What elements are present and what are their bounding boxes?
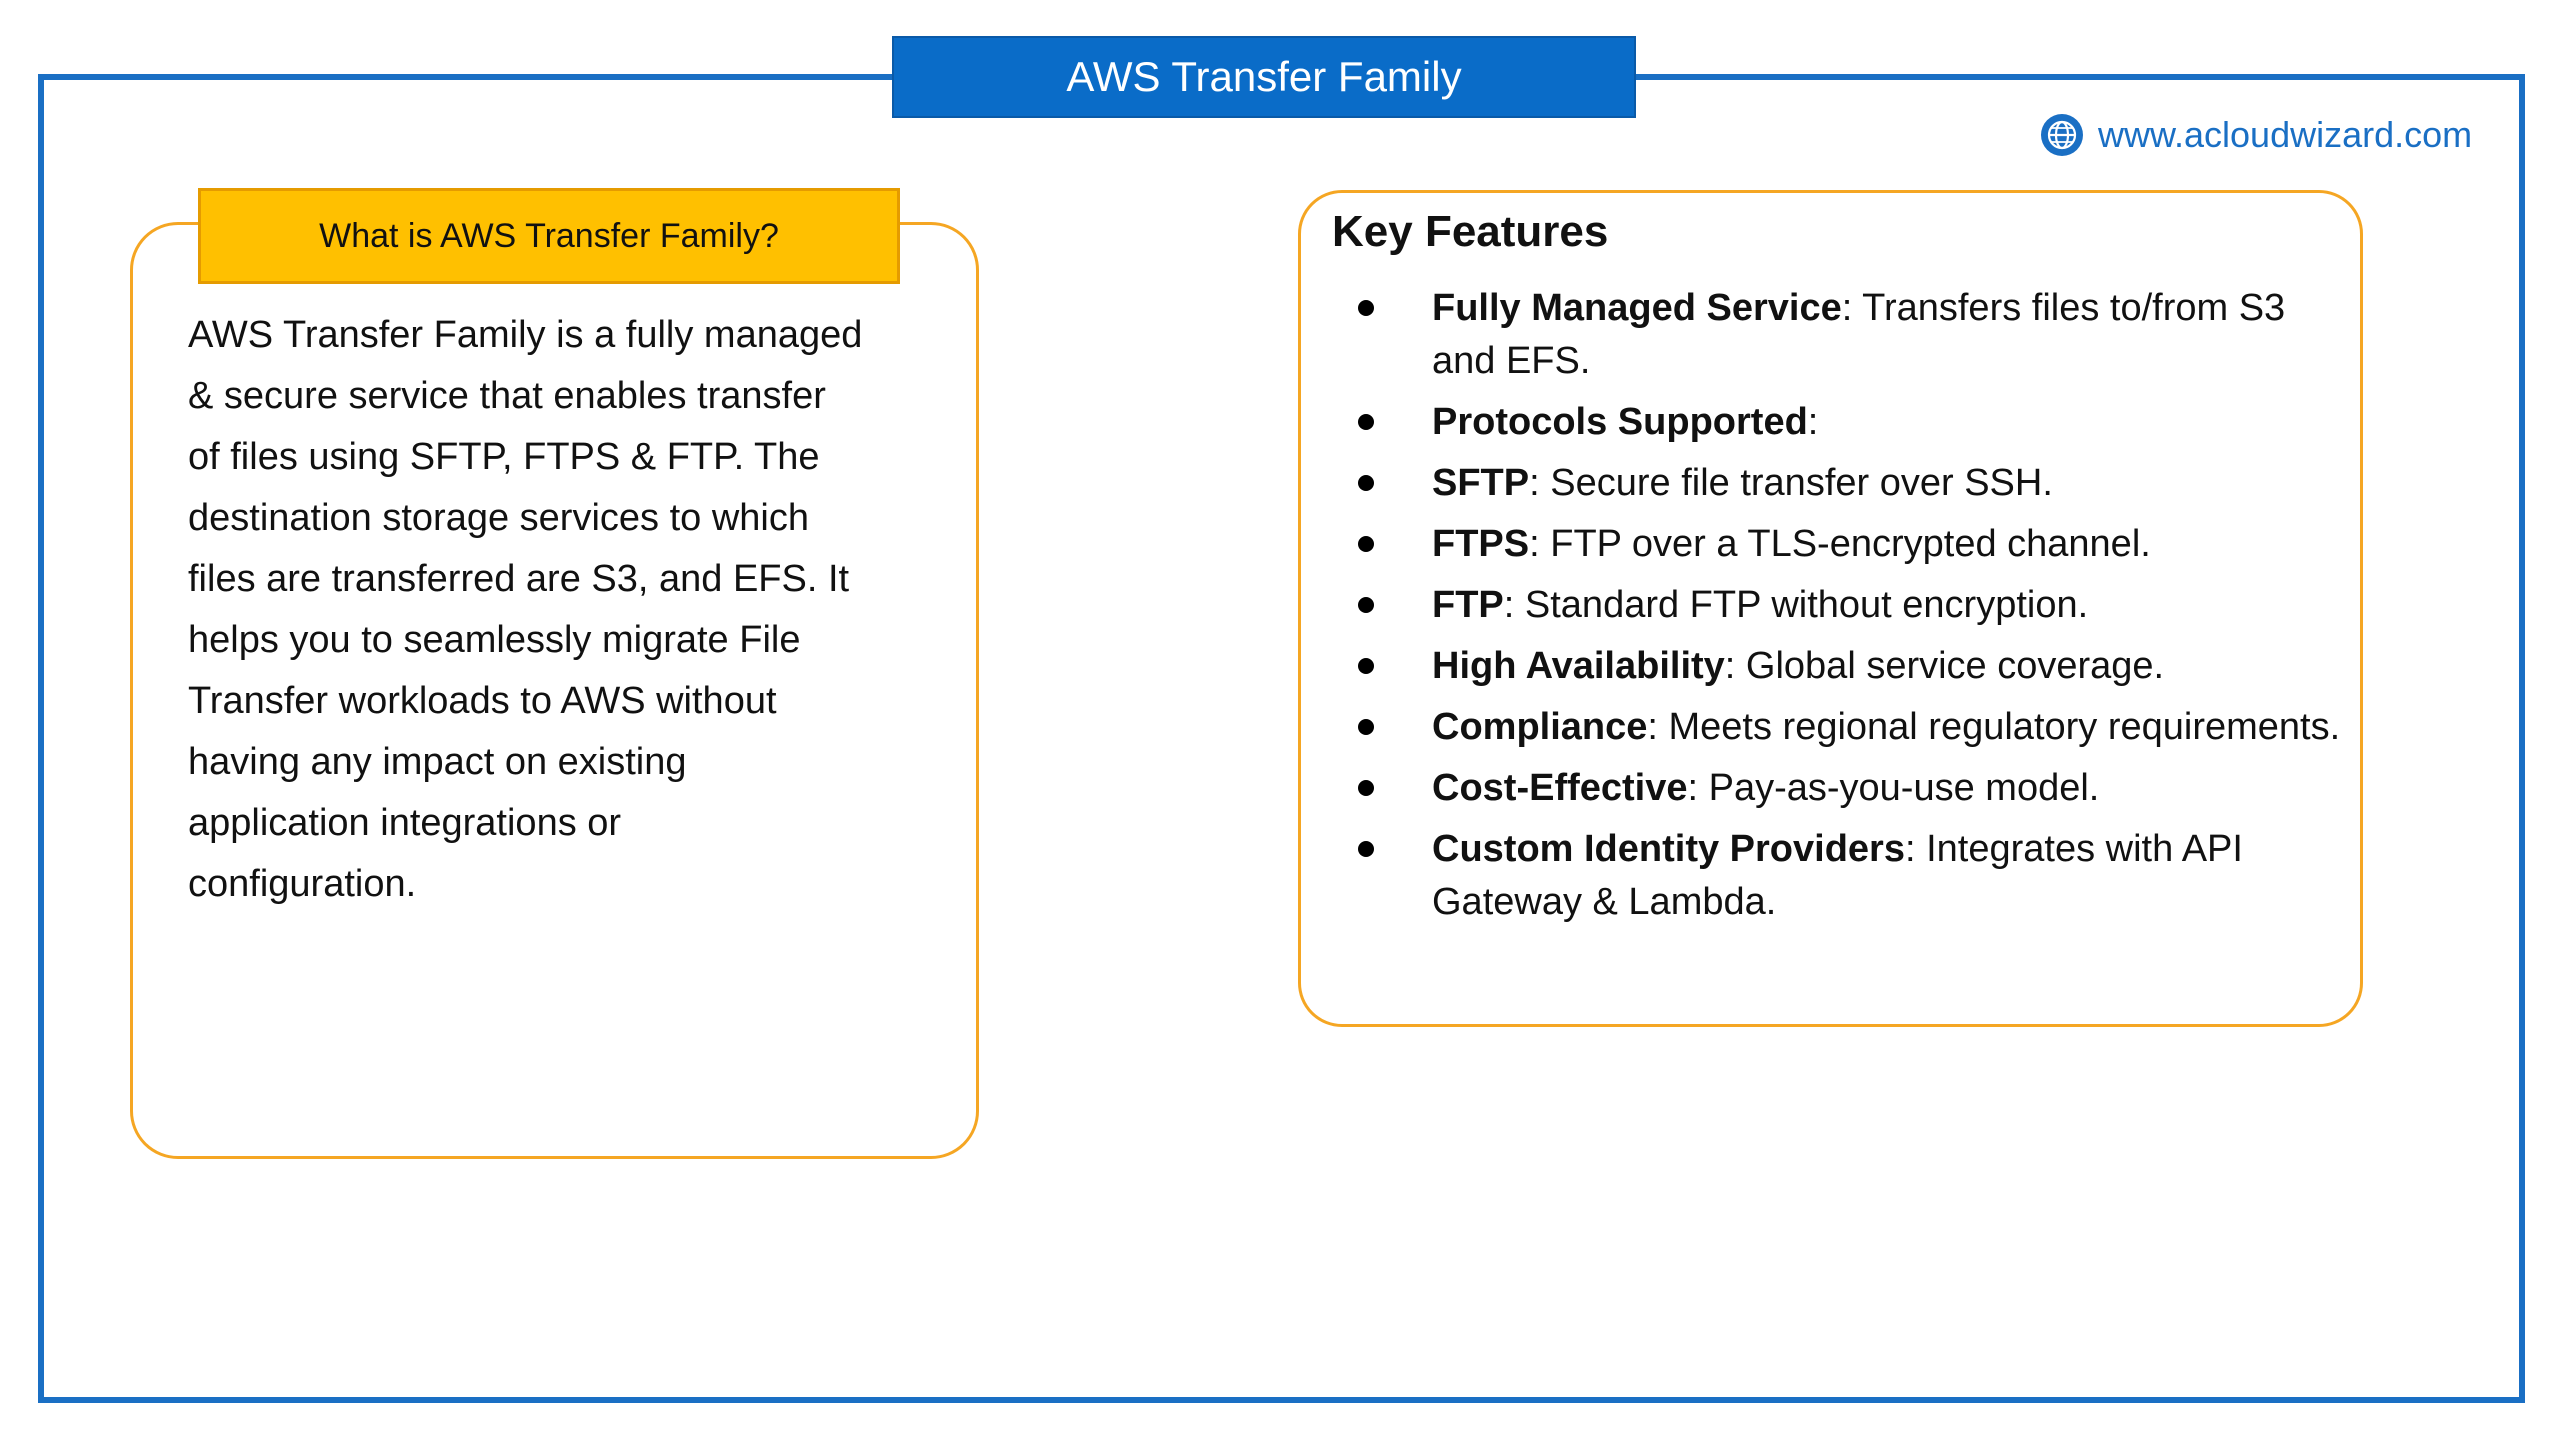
bullet-icon bbox=[1358, 300, 1374, 316]
feature-item: Cost-Effective: Pay-as-you-use model. bbox=[1358, 762, 2352, 815]
bullet-icon bbox=[1358, 658, 1374, 674]
feature-term: FTP bbox=[1432, 584, 1504, 626]
feature-item: Custom Identity Providers: Integrates wi… bbox=[1358, 823, 2352, 929]
feature-term: FTPS bbox=[1432, 523, 1530, 565]
feature-item: FTP: Standard FTP without encryption. bbox=[1358, 579, 2352, 632]
definition-line: of files using SFTP, FTPS & FTP. The bbox=[188, 436, 820, 478]
feature-desc: : Integrates with API Gateway & Lambda. bbox=[1432, 828, 2243, 923]
definition-line: files are transferred are S3, and EFS. I… bbox=[188, 558, 850, 600]
globe-icon bbox=[2041, 114, 2083, 156]
feature-item: SFTP: Secure file transfer over SSH. bbox=[1358, 457, 2352, 510]
definition-line: & secure service that enables transfer bbox=[188, 375, 826, 417]
bullet-icon bbox=[1358, 780, 1374, 796]
title-banner: AWS Transfer Family bbox=[892, 36, 1636, 118]
feature-desc: : Pay-as-you-use model. bbox=[1687, 767, 2100, 809]
feature-desc: : Global service coverage. bbox=[1724, 645, 2165, 687]
definition-line: AWS Transfer Family is a fully managed bbox=[188, 314, 863, 356]
feature-term: SFTP bbox=[1432, 462, 1530, 504]
definition-card bbox=[130, 222, 979, 1159]
features-list: Fully Managed Service: Transfers files t… bbox=[1358, 282, 2352, 937]
bullet-icon bbox=[1358, 597, 1374, 613]
definition-text: AWS Transfer Family is a fully managed &… bbox=[188, 305, 948, 915]
features-title: Key Features bbox=[1332, 207, 1609, 256]
feature-item: Fully Managed Service: Transfers files t… bbox=[1358, 282, 2352, 388]
feature-term: Protocols Supported bbox=[1432, 401, 1808, 443]
bullet-icon bbox=[1358, 719, 1374, 735]
feature-term: High Availability bbox=[1432, 645, 1725, 687]
page-title: AWS Transfer Family bbox=[1066, 53, 1462, 100]
definition-line: having any impact on existing bbox=[188, 741, 687, 783]
features-card bbox=[1298, 190, 2363, 1027]
feature-item: Compliance: Meets regional regulatory re… bbox=[1358, 701, 2352, 754]
feature-desc: : FTP over a TLS-encrypted channel. bbox=[1529, 523, 2151, 565]
feature-desc: : bbox=[1807, 401, 1819, 443]
feature-term: Custom Identity Providers bbox=[1432, 828, 1905, 870]
bullet-icon bbox=[1358, 475, 1374, 491]
feature-term: Fully Managed Service bbox=[1432, 287, 1842, 329]
definition-line: helps you to seamlessly migrate File bbox=[188, 619, 801, 661]
definition-header: What is AWS Transfer Family? bbox=[198, 188, 900, 284]
feature-desc: : Meets regional regulatory requirements… bbox=[1647, 706, 2341, 748]
feature-term: Cost-Effective bbox=[1432, 767, 1688, 809]
bullet-icon bbox=[1358, 414, 1374, 430]
bullet-icon bbox=[1358, 841, 1374, 857]
definition-line: Transfer workloads to AWS without bbox=[188, 680, 777, 722]
website-link[interactable]: www.acloudwizard.com bbox=[2040, 110, 2472, 160]
feature-desc: : Transfers files to/from S3 and EFS. bbox=[1432, 287, 2286, 382]
feature-item: FTPS: FTP over a TLS-encrypted channel. bbox=[1358, 518, 2352, 571]
definition-line: destination storage services to which bbox=[188, 497, 809, 539]
feature-item: High Availability: Global service covera… bbox=[1358, 640, 2352, 693]
definition-line: application integrations or bbox=[188, 802, 622, 844]
definition-header-text: What is AWS Transfer Family? bbox=[319, 216, 779, 255]
feature-desc: : Secure file transfer over SSH. bbox=[1529, 462, 2053, 504]
feature-desc: : Standard FTP without encryption. bbox=[1503, 584, 2089, 626]
website-url[interactable]: www.acloudwizard.com bbox=[2098, 114, 2473, 155]
definition-line: configuration. bbox=[188, 863, 417, 905]
feature-item: Protocols Supported: bbox=[1358, 396, 2352, 449]
feature-term: Compliance bbox=[1432, 706, 1648, 748]
bullet-icon bbox=[1358, 536, 1374, 552]
